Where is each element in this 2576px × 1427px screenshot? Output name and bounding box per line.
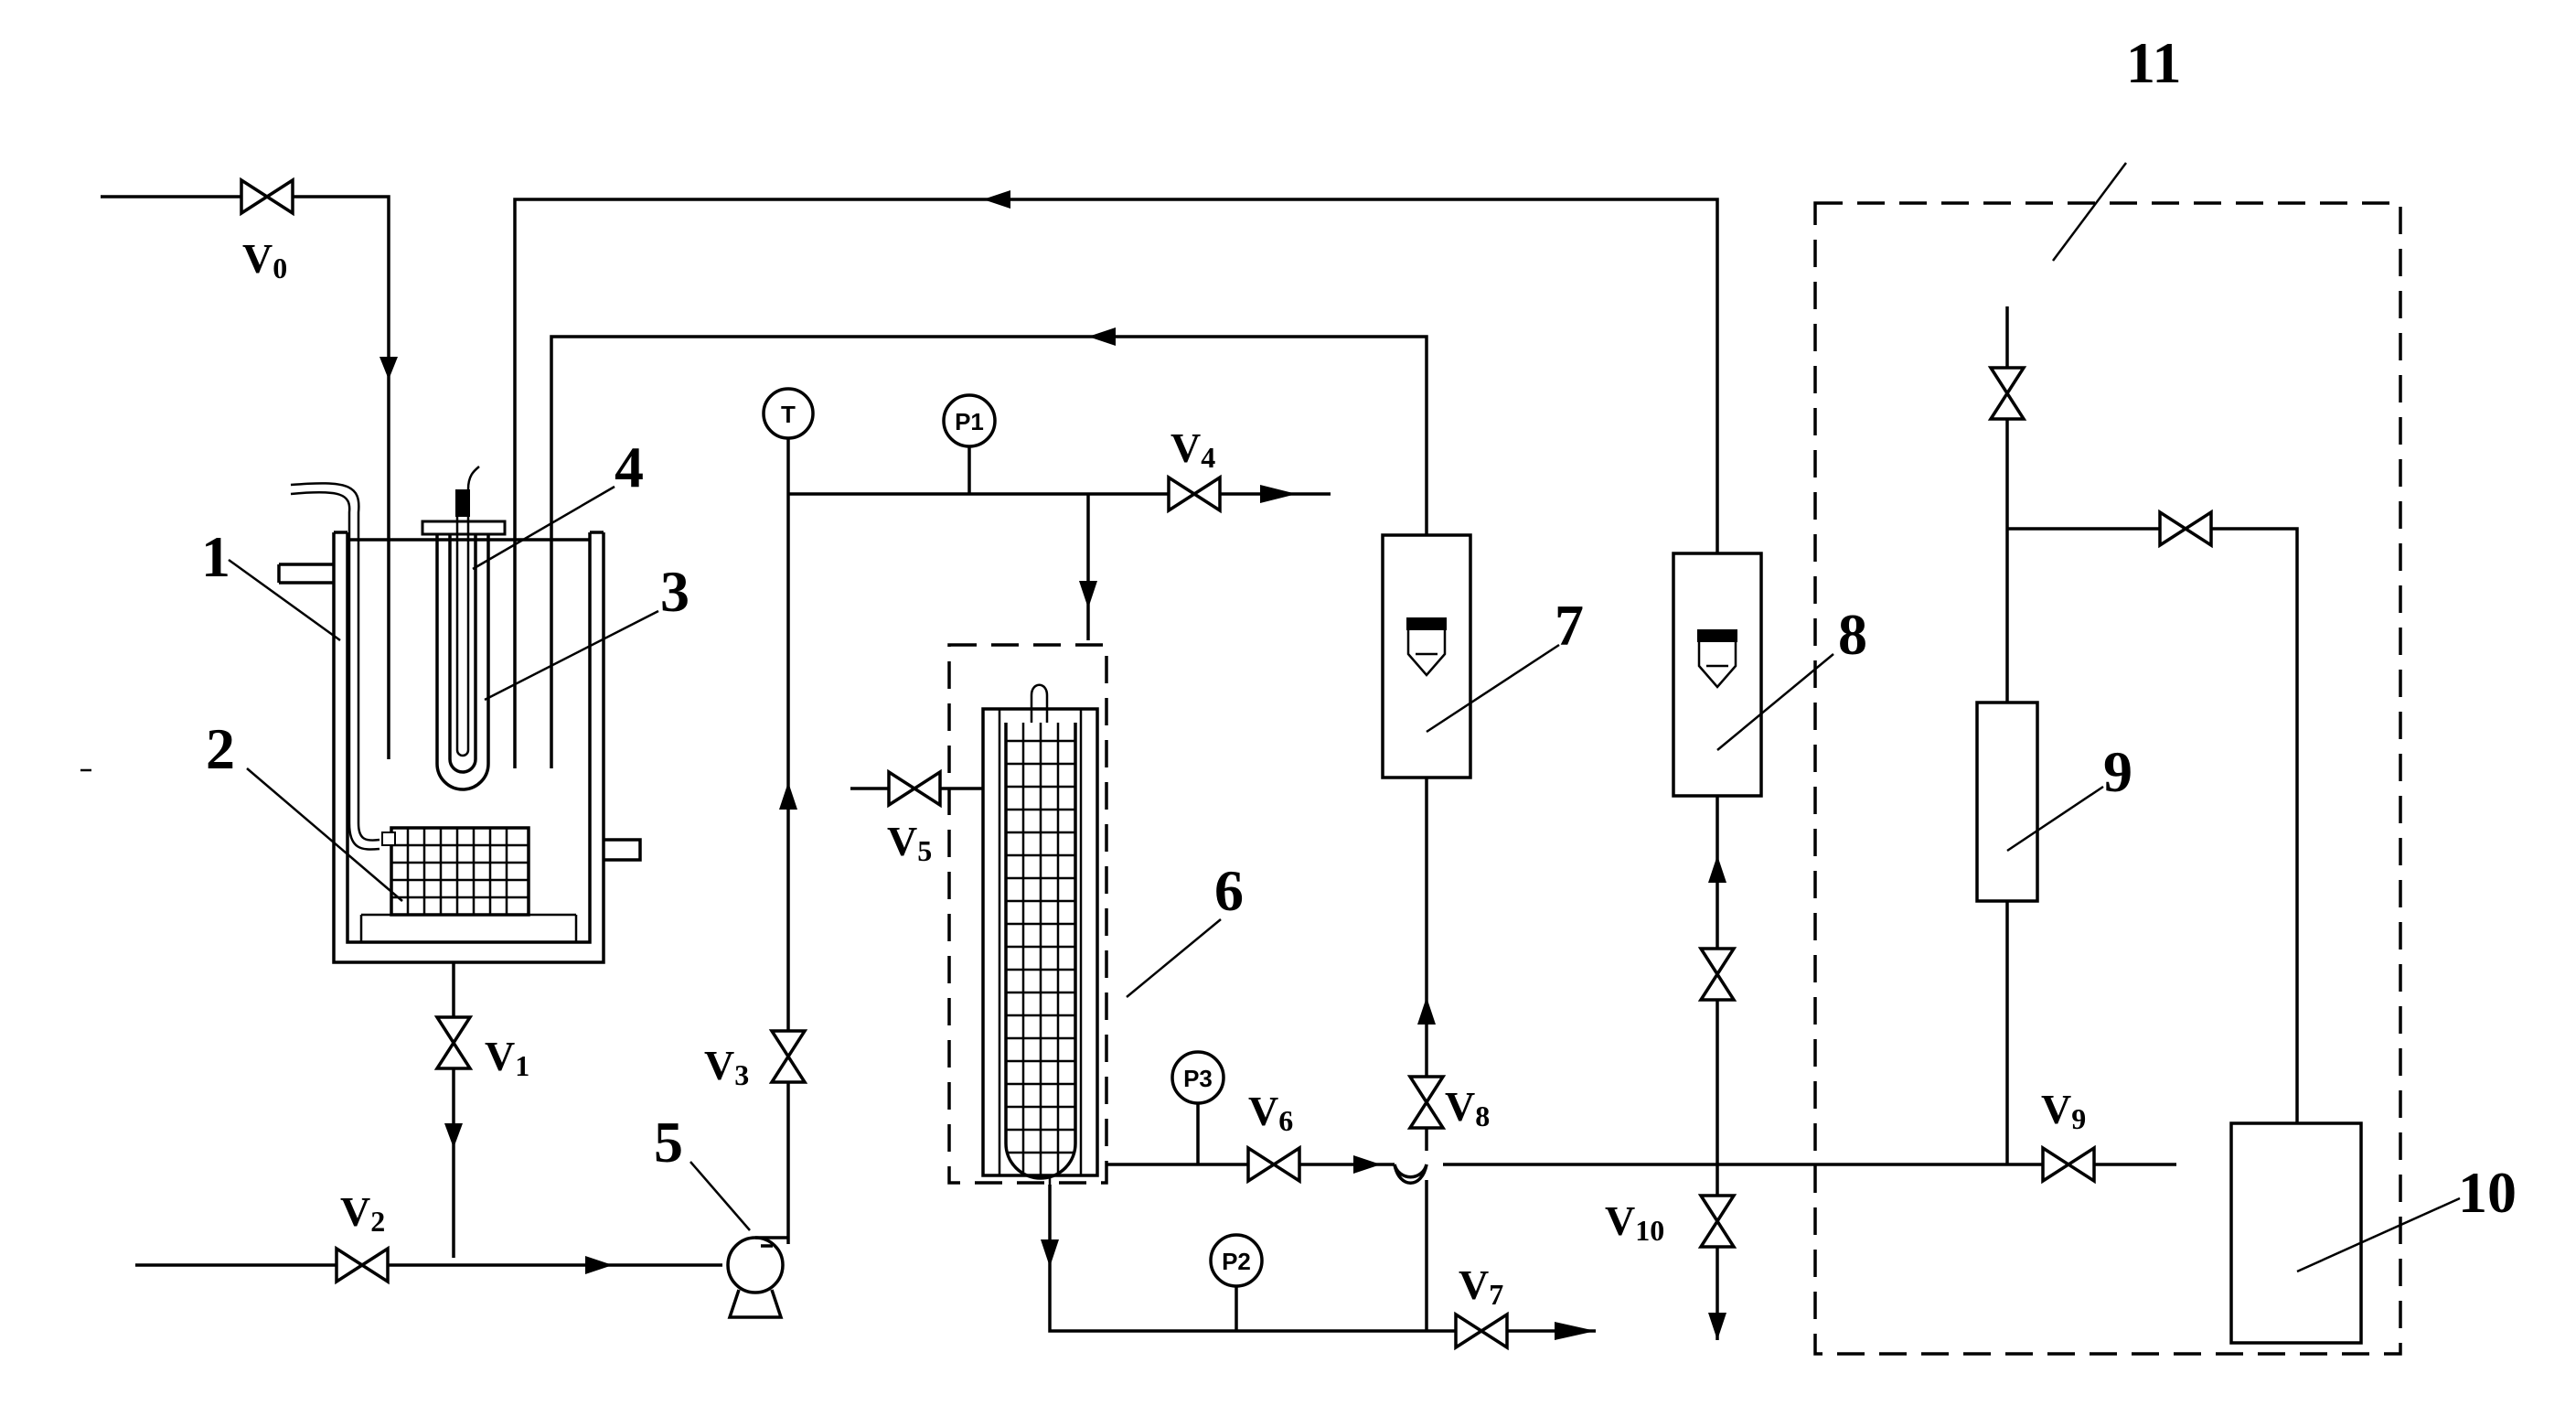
valve-v9[interactable]	[2041, 1146, 2096, 1183]
valves	[240, 178, 2213, 1349]
valve-v3[interactable]	[770, 1029, 807, 1084]
label-4: 4	[615, 435, 644, 499]
packing-block	[381, 826, 530, 917]
valve-v5[interactable]	[887, 770, 942, 807]
label-11: 11	[2126, 30, 2181, 95]
valve-side-9[interactable]	[2158, 510, 2213, 547]
label-2: 2	[206, 716, 235, 781]
label-v2: V2	[340, 1188, 385, 1238]
svg-text:P1: P1	[955, 408, 984, 435]
gauge-p3: P3	[1170, 1050, 1225, 1105]
label-v1: V1	[485, 1033, 529, 1082]
label-v5: V5	[887, 818, 932, 867]
reactor-vessel	[277, 482, 642, 964]
label-v9: V9	[2041, 1086, 2086, 1135]
label-9: 9	[2103, 739, 2132, 804]
valve-v8[interactable]	[1408, 1075, 1445, 1130]
label-1: 1	[201, 524, 230, 589]
label-v6: V6	[1248, 1088, 1293, 1137]
gauge-p2: P2	[1209, 1233, 1264, 1288]
valve-v6[interactable]	[1246, 1146, 1301, 1183]
label-v3: V3	[704, 1042, 749, 1091]
flowmeter-7	[1381, 533, 1472, 779]
adsorption-column	[947, 643, 1108, 1187]
svg-text:P3: P3	[1183, 1065, 1213, 1092]
valve-v0[interactable]	[240, 178, 294, 215]
svg-text:T: T	[781, 401, 796, 428]
valve-v1[interactable]	[435, 1015, 472, 1070]
svg-text:P2: P2	[1222, 1248, 1251, 1275]
label-6: 6	[1214, 858, 1244, 923]
dashed-region	[1813, 201, 2402, 1356]
valve-v2[interactable]	[335, 1247, 390, 1283]
thermocouple-probe	[455, 466, 480, 757]
label-v0: V0	[242, 235, 287, 284]
valve-v10[interactable]	[1699, 1194, 1736, 1249]
component-labels: 1 2 3 4 5 6 7 8 9 10 11	[201, 30, 2517, 1273]
valve-v4[interactable]	[1167, 476, 1222, 512]
piping	[101, 195, 2299, 1340]
pump	[726, 1236, 788, 1319]
column-9	[1975, 701, 2039, 903]
inner-tube	[421, 520, 507, 791]
box-10	[2229, 1121, 2363, 1345]
valve-v10-upper[interactable]	[1699, 947, 1736, 1002]
label-10: 10	[2458, 1160, 2517, 1225]
label-3: 3	[660, 559, 689, 624]
flowmeter-8	[1672, 552, 1763, 798]
valve-labels: V0 V1 V2 V3 V4 V5 V6 V7 V8 V9 V10	[242, 235, 2086, 1311]
label-5: 5	[654, 1110, 683, 1175]
valve-top-9[interactable]	[1989, 366, 2026, 421]
gauge-p1: P1	[942, 393, 997, 448]
valve-v7[interactable]	[1454, 1313, 1509, 1349]
label-v7: V7	[1459, 1261, 1503, 1311]
label-v4: V4	[1170, 424, 1215, 474]
label-v8: V8	[1445, 1083, 1490, 1132]
flow-arrows	[379, 190, 1726, 1340]
label-8: 8	[1838, 602, 1867, 667]
gauge-temperature: T	[762, 387, 815, 440]
label-v10: V10	[1605, 1197, 1664, 1247]
label-7: 7	[1555, 593, 1584, 658]
